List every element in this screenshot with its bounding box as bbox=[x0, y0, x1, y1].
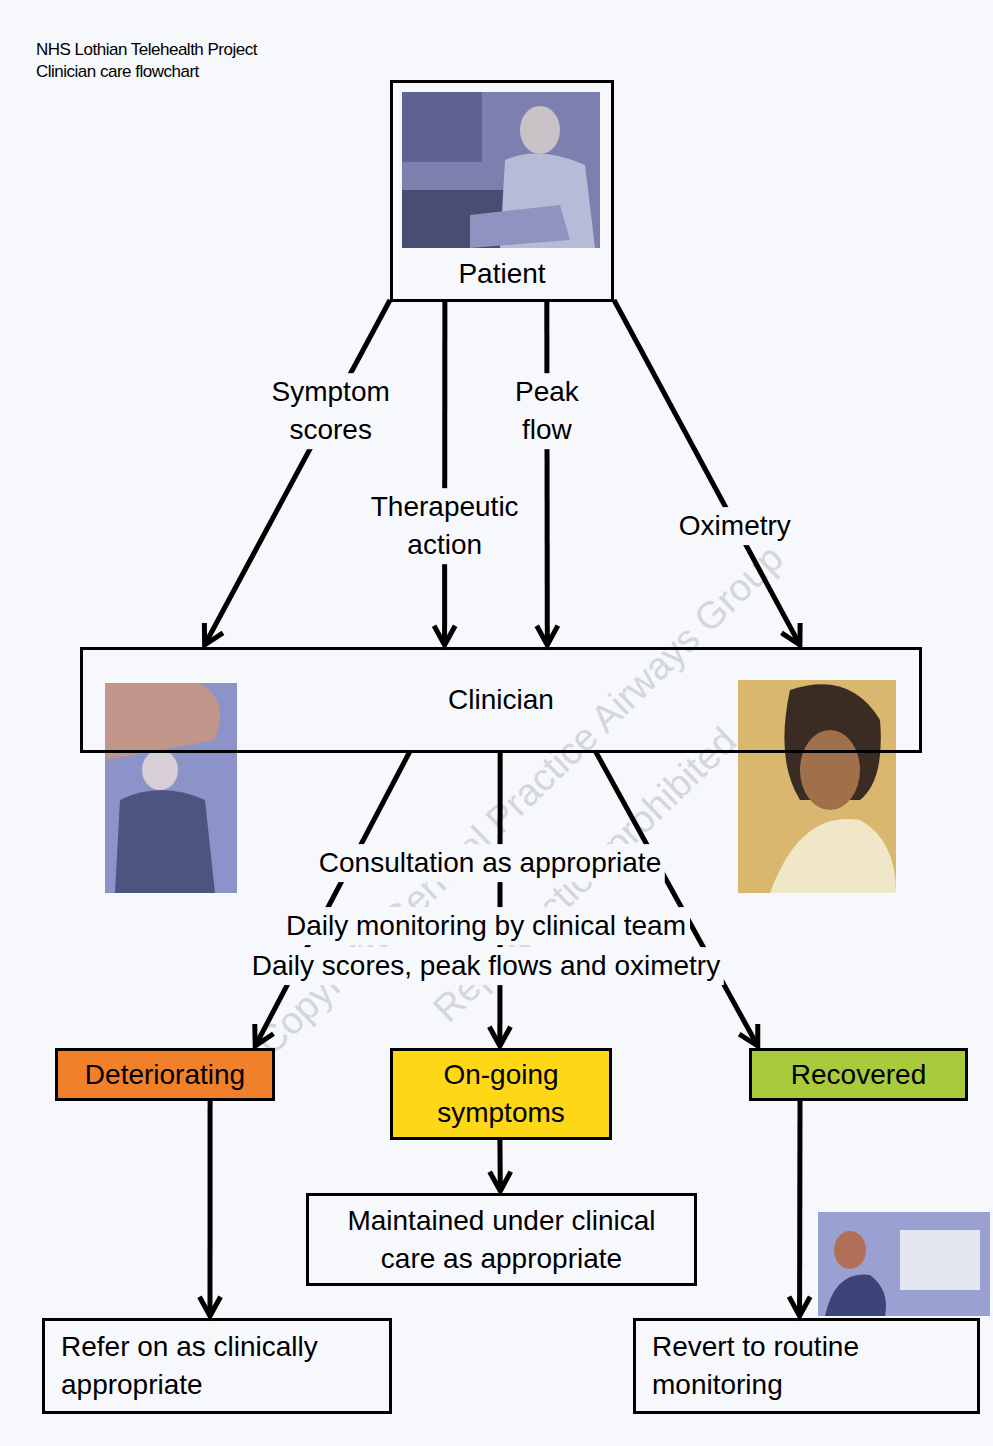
node-text: Maintained under clinical care as approp… bbox=[319, 1202, 684, 1278]
note-label: Daily scores, peak flows and oximetry bbox=[248, 947, 724, 985]
status-box: On-going symptoms bbox=[390, 1048, 612, 1140]
photo-body bbox=[115, 790, 215, 893]
clinician-photo bbox=[738, 680, 896, 893]
connector bbox=[490, 1138, 511, 1191]
patient-photo bbox=[402, 92, 600, 248]
note-label: Daily monitoring by clinical team bbox=[282, 907, 690, 945]
operator-photo bbox=[818, 1212, 990, 1316]
connector-line bbox=[442, 300, 447, 645]
photo-screen bbox=[900, 1230, 980, 1290]
connector-line bbox=[205, 300, 390, 645]
node-text: Deteriorating bbox=[66, 1056, 264, 1094]
photo-body bbox=[770, 819, 896, 893]
edge-label: Symptom scores bbox=[252, 374, 410, 450]
photo-face bbox=[800, 730, 860, 810]
connector bbox=[204, 300, 390, 645]
edge-label: Therapeutic action bbox=[353, 488, 536, 564]
patient-box: Patient bbox=[390, 80, 614, 302]
photo-body bbox=[825, 1275, 886, 1316]
node-text: Revert to routine monitoring bbox=[652, 1328, 961, 1404]
connector bbox=[489, 751, 510, 1046]
photo-head bbox=[834, 1231, 866, 1269]
photo-legs bbox=[470, 205, 570, 248]
connector bbox=[595, 751, 757, 1046]
arrow-head bbox=[782, 623, 801, 645]
arrow-head bbox=[789, 1297, 810, 1316]
connector-line bbox=[614, 300, 800, 645]
arrow-head bbox=[204, 623, 223, 645]
connector bbox=[199, 1099, 220, 1316]
node-text: Recovered bbox=[760, 1056, 957, 1094]
arrow-head bbox=[255, 1024, 274, 1046]
connector bbox=[434, 300, 455, 645]
clinician-box: Clinician bbox=[80, 647, 922, 753]
status-box: Recovered bbox=[749, 1048, 968, 1101]
arrow-head bbox=[490, 1172, 511, 1191]
photo-head bbox=[142, 750, 178, 790]
arrow-head bbox=[199, 1297, 220, 1316]
photo-ground bbox=[105, 683, 237, 893]
note-label: Consultation as appropriate bbox=[315, 844, 665, 882]
arrow-head bbox=[537, 626, 558, 645]
connector-line bbox=[595, 751, 757, 1046]
photo-ground bbox=[402, 92, 600, 248]
connector bbox=[789, 1099, 810, 1316]
arrow-head bbox=[739, 1024, 758, 1046]
connector bbox=[537, 300, 558, 645]
connector-line bbox=[208, 1099, 213, 1316]
photo-ground bbox=[738, 680, 896, 893]
connector-line bbox=[255, 751, 410, 1046]
connector-line bbox=[497, 751, 502, 1046]
photo-window bbox=[402, 92, 482, 162]
node-text: Patient bbox=[401, 255, 603, 293]
photo-nurse bbox=[105, 683, 220, 760]
arrow-head bbox=[434, 626, 455, 645]
arrow-head bbox=[489, 1027, 510, 1046]
connector-line bbox=[544, 300, 550, 645]
edge-label: Peak flow bbox=[493, 374, 601, 450]
photo-head bbox=[520, 106, 560, 154]
process-box: Revert to routine monitoring bbox=[633, 1318, 980, 1414]
connector-line bbox=[797, 1099, 802, 1316]
status-box: Deteriorating bbox=[55, 1048, 275, 1101]
node-text: On-going symptoms bbox=[401, 1056, 601, 1132]
connector bbox=[614, 300, 800, 645]
nurse-photo bbox=[105, 683, 237, 893]
node-text: Refer on as clinically appropriate bbox=[61, 1328, 373, 1404]
process-box: Refer on as clinically appropriate bbox=[42, 1318, 392, 1414]
edge-label: Oximetry bbox=[675, 507, 795, 545]
connector bbox=[255, 751, 410, 1046]
node-text: Clinician bbox=[91, 681, 911, 719]
diagram-title: NHS Lothian Telehealth Project Clinician… bbox=[36, 39, 316, 83]
photo-ground bbox=[818, 1212, 990, 1316]
process-box: Maintained under clinical care as approp… bbox=[306, 1193, 697, 1286]
